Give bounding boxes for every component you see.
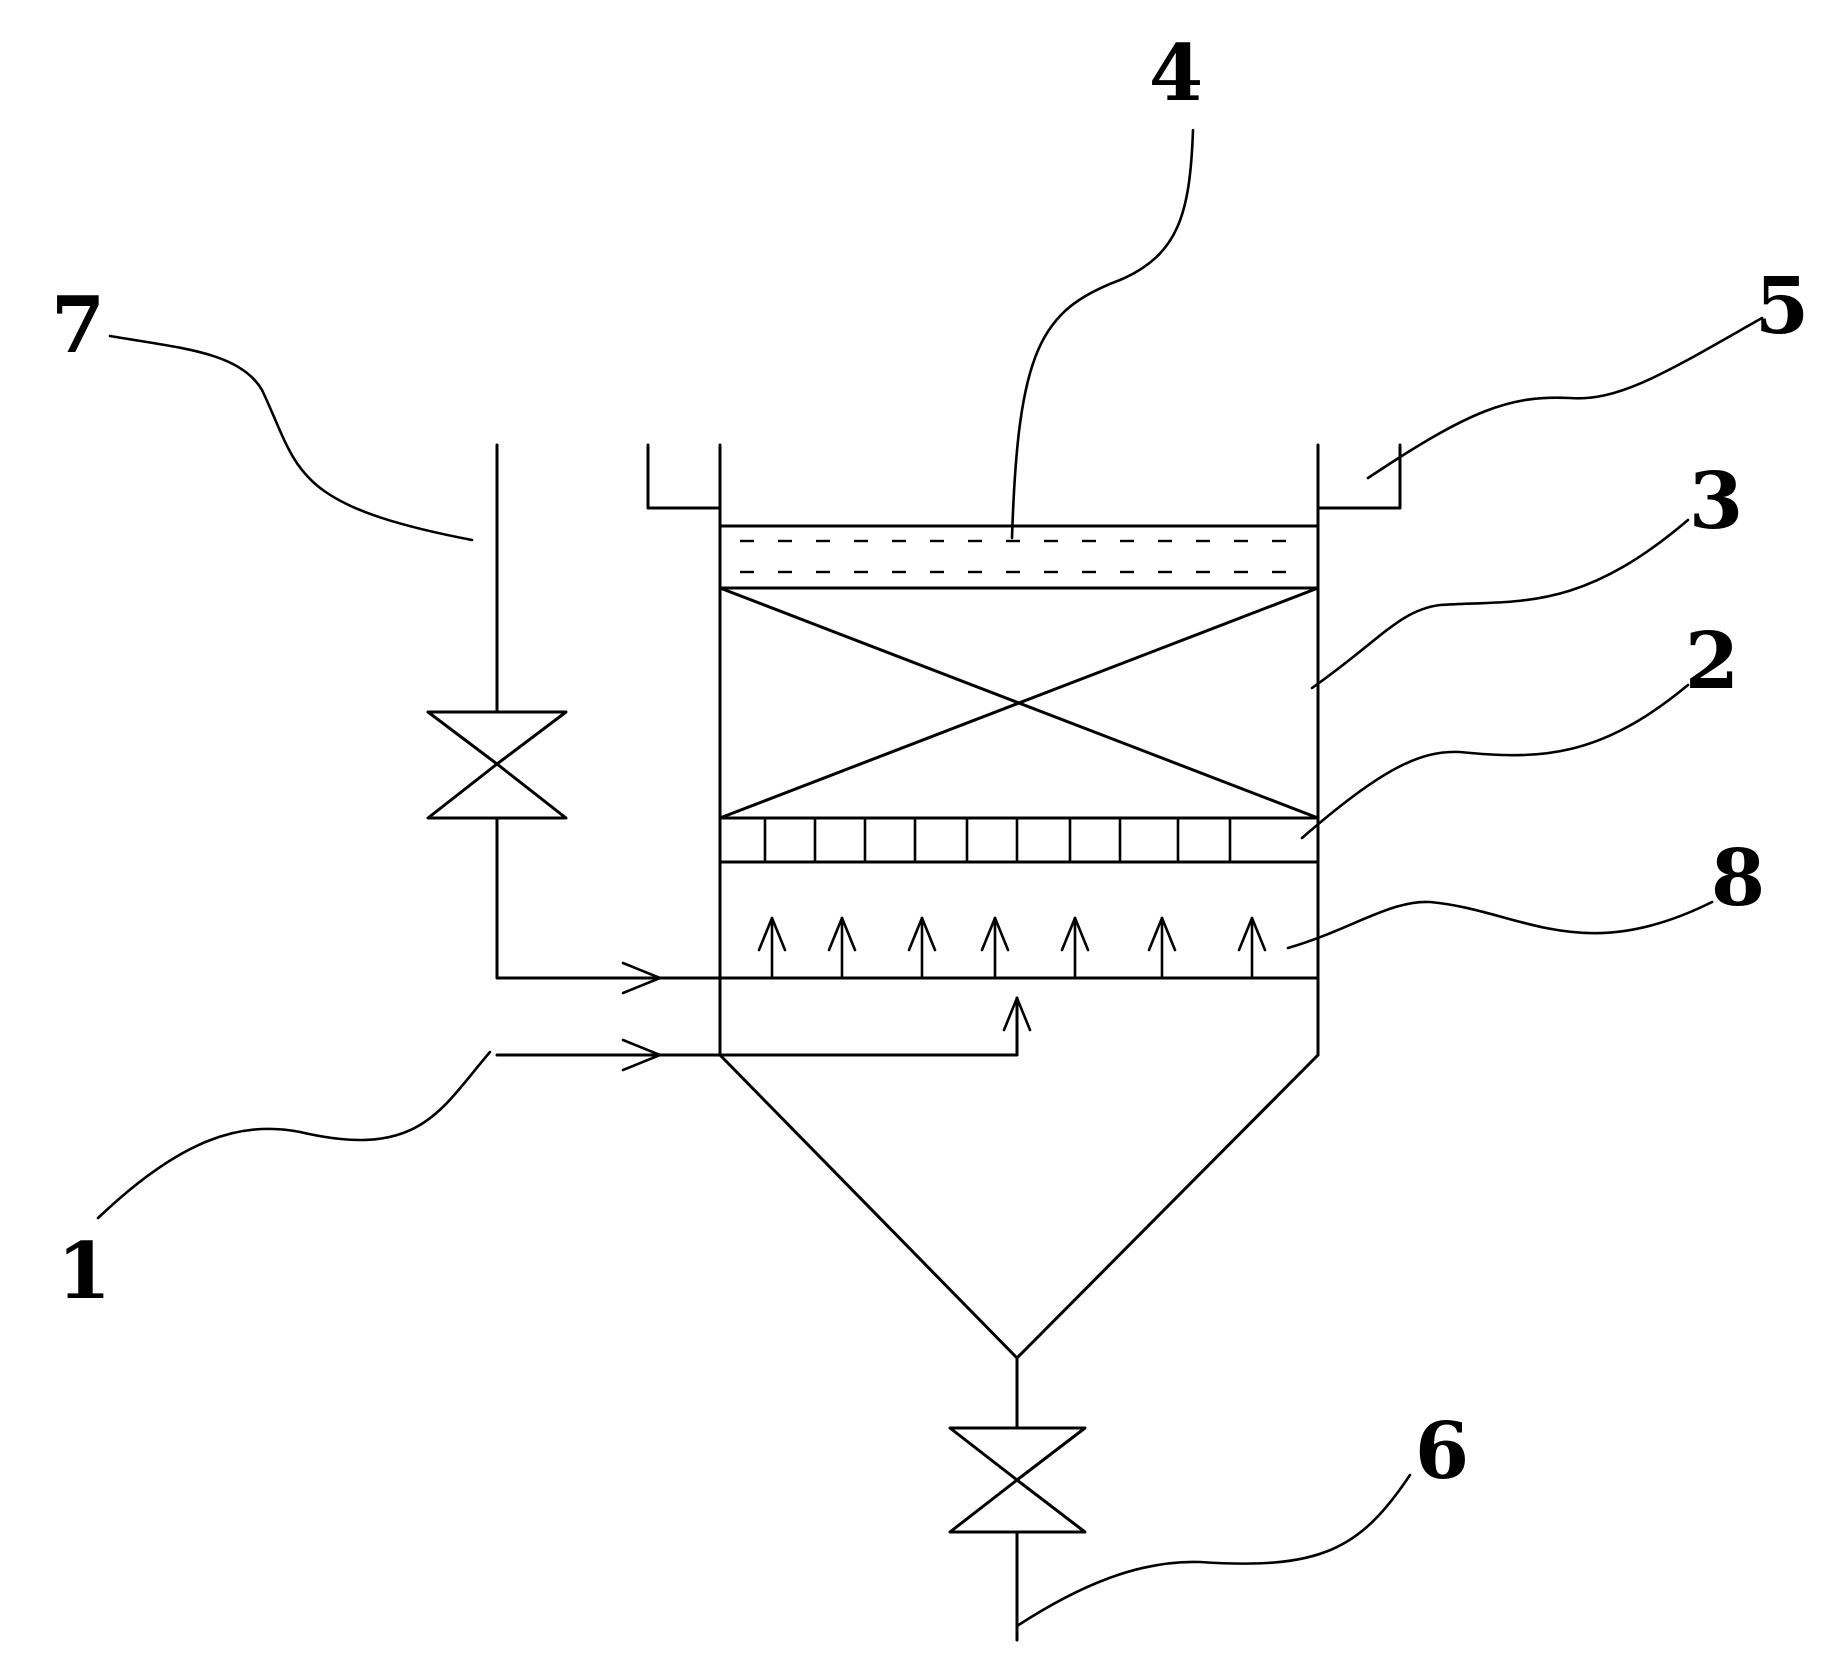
upward-flow-arrows	[757, 916, 1267, 980]
up-arrow-icon	[980, 916, 1010, 980]
leader-1	[96, 1050, 492, 1220]
label-2: 2	[1685, 616, 1739, 707]
up-arrow-icon	[907, 916, 937, 980]
leader-4	[1010, 128, 1195, 540]
leader-6	[1015, 1473, 1412, 1628]
drain-pipe	[948, 1356, 1087, 1642]
overflow-weir	[646, 443, 1402, 510]
label-1: 1	[57, 1226, 111, 1317]
label-8: 8	[1711, 833, 1765, 924]
label-6: 6	[1415, 1406, 1469, 1497]
leader-5	[1366, 316, 1764, 480]
up-arrow-icon	[757, 916, 787, 980]
up-arrow-icon	[1237, 916, 1267, 980]
support-plate-cells	[763, 816, 1232, 864]
gas-inlet-pipe	[426, 443, 722, 995]
leader-7	[108, 334, 474, 542]
leader-8	[1286, 900, 1714, 950]
gas-valve-icon[interactable]	[426, 710, 568, 820]
vessel-body	[718, 443, 1320, 1360]
up-arrow-icon	[1060, 916, 1090, 980]
leader-3	[1310, 518, 1690, 690]
inlet-pipe	[495, 996, 1032, 1072]
label-4: 4	[1149, 28, 1203, 119]
up-arrow-icon	[827, 916, 857, 980]
label-7: 7	[51, 280, 105, 371]
leader-2	[1300, 683, 1690, 840]
callout-labels: 4 7 5 3 2 8 1 6	[51, 28, 1809, 1497]
support-plate	[718, 816, 1320, 864]
distributor	[718, 916, 1320, 980]
liquid-layer	[718, 524, 1320, 590]
label-3: 3	[1689, 456, 1743, 547]
leader-lines	[96, 128, 1764, 1628]
drain-valve-icon[interactable]	[948, 1426, 1087, 1534]
label-5: 5	[1755, 261, 1809, 352]
up-arrow-icon	[1147, 916, 1177, 980]
packing-layer	[718, 586, 1320, 820]
